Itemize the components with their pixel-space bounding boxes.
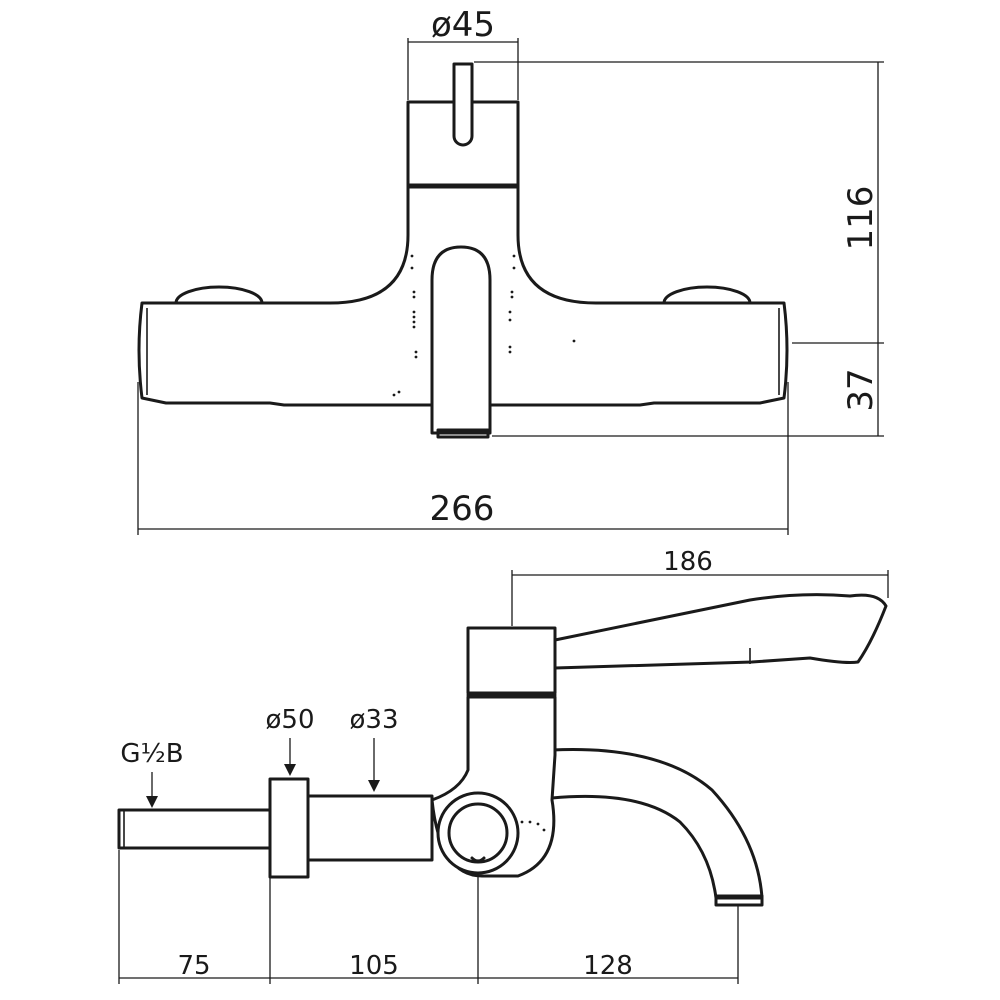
side-cartridge	[466, 626, 557, 695]
dim-width: 266	[137, 382, 789, 535]
dim-heights: 116 37	[474, 61, 884, 437]
spout-front	[430, 245, 492, 435]
dim-bottom: 75 105 128	[118, 850, 739, 984]
callout-label-flange: ø50	[266, 705, 315, 735]
connecting-pipe	[306, 794, 434, 862]
dim-label-width-266: 266	[430, 489, 495, 529]
knob-indicator	[470, 856, 486, 863]
dim-label-spout-128: 128	[583, 951, 633, 981]
inlet-stub	[117, 808, 272, 850]
callout-thread: G½B	[120, 739, 184, 808]
callout-pipe: ø33	[350, 705, 399, 792]
dim-lever-reach: 186	[511, 547, 889, 626]
left-knob	[174, 285, 264, 305]
callout-label-thread: G½B	[120, 739, 183, 769]
dim-label-height-37: 37	[841, 368, 881, 411]
callout-label-pipe: ø33	[350, 705, 399, 735]
dim-handle-diameter: ø45	[407, 5, 519, 100]
spout-side-outlet	[714, 894, 764, 907]
front-view: ø45 116 37 266	[137, 5, 884, 535]
wall-flange	[268, 777, 310, 879]
side-view: 186 G½B ø50 ø33 75 105 128	[117, 547, 889, 984]
callout-flange: ø50	[266, 705, 315, 776]
dim-label-height-116: 116	[841, 186, 881, 251]
right-knob	[662, 285, 752, 305]
surface-dots	[392, 254, 576, 397]
dim-label-pipe-105: 105	[349, 951, 399, 981]
lever-handle-side	[553, 593, 888, 670]
dim-label-inlet-75: 75	[177, 951, 210, 981]
dim-label-diameter-45: ø45	[431, 5, 495, 45]
side-dots	[520, 820, 546, 832]
spout-outlet	[436, 428, 490, 439]
spout-side	[550, 748, 764, 900]
dim-label-reach-186: 186	[663, 547, 713, 577]
lever-handle-front	[452, 62, 474, 147]
